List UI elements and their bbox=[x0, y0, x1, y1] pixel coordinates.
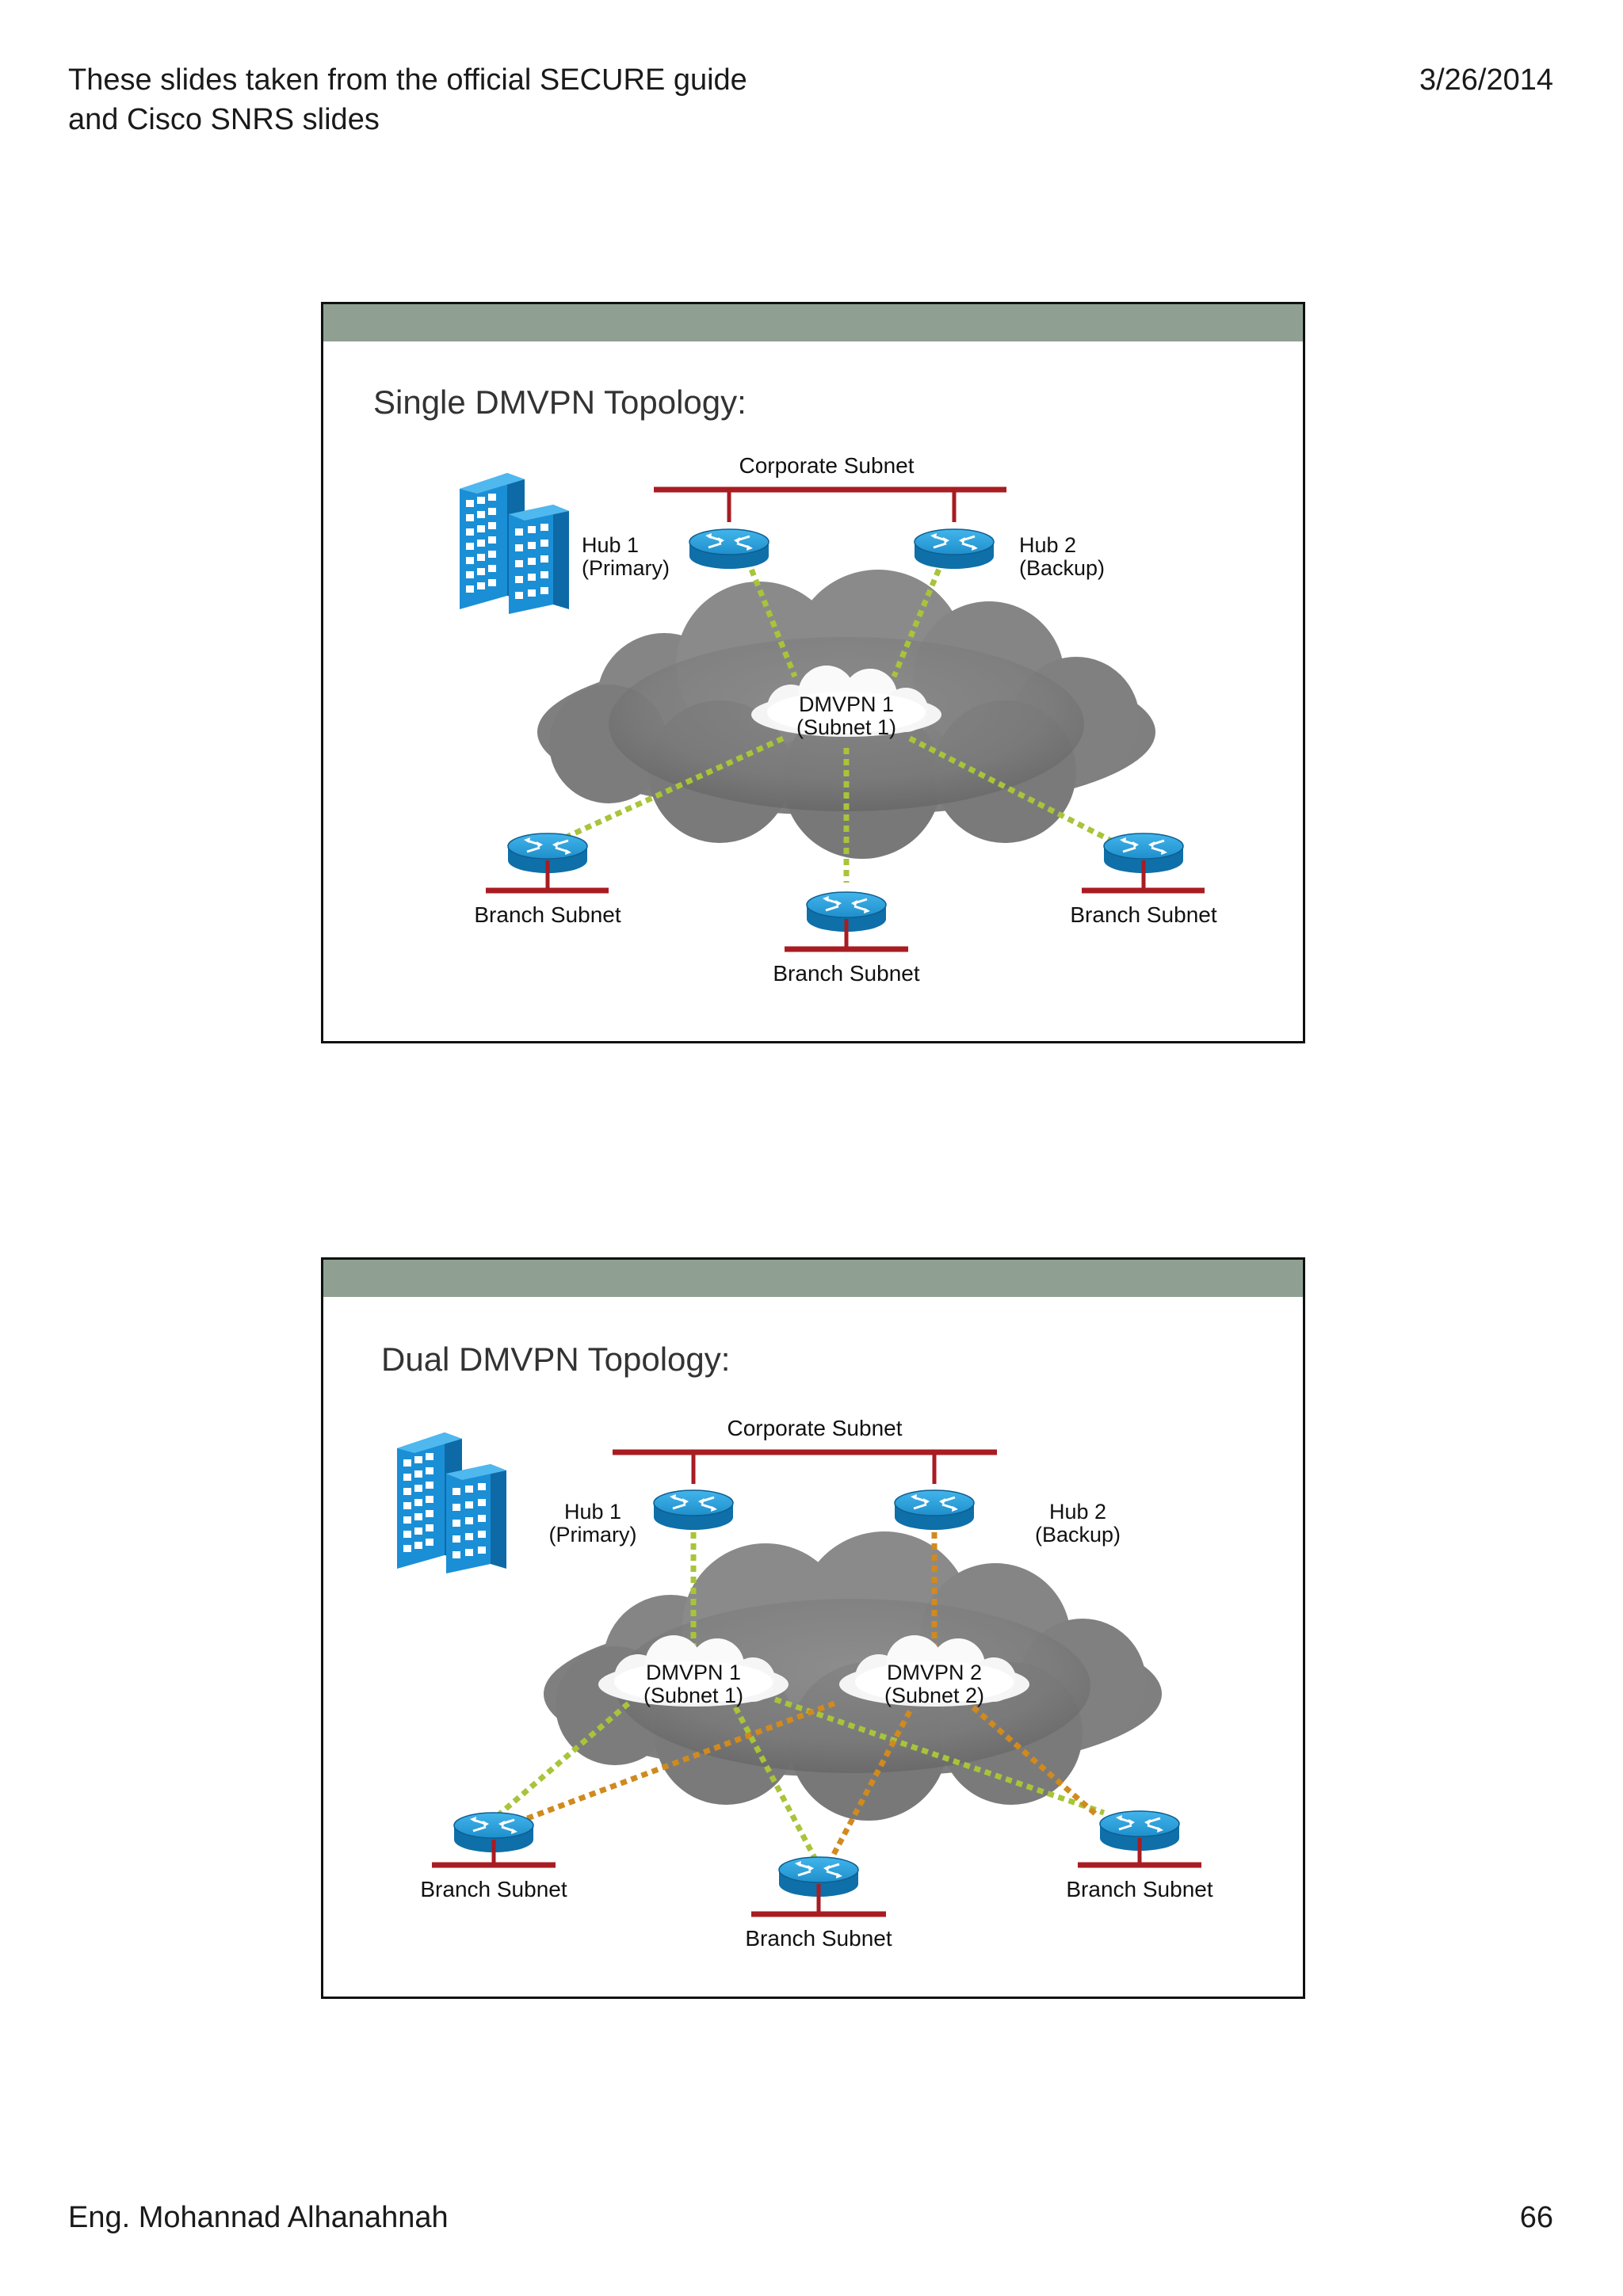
branch-left-label: Branch Subnet bbox=[474, 902, 621, 927]
dmvpn1-subnet: (Subnet 1) bbox=[796, 715, 896, 739]
hub1-name: Hub 1 bbox=[582, 533, 639, 557]
slide-single-dmvpn: Single DMVPN Topology: DMVPN 1 (Subnet 1… bbox=[321, 302, 1305, 1043]
dmvpn1-subnet: (Subnet 1) bbox=[643, 1684, 743, 1707]
dmvpn1-links bbox=[552, 558, 1117, 883]
hub2-name: Hub 2 bbox=[1049, 1500, 1106, 1524]
dmvpn1-name: DMVPN 1 bbox=[646, 1661, 741, 1684]
single-dmvpn-diagram: DMVPN 1 (Subnet 1) Corporate Subnet Hub … bbox=[460, 453, 1217, 986]
slide-dual-dmvpn: Dual DMVPN Topology: DMVPN 1 (Subnet 1) … bbox=[321, 1257, 1305, 1999]
slide-title-band bbox=[323, 304, 1303, 341]
hub1-router-icon bbox=[688, 528, 770, 570]
building-icon bbox=[397, 1432, 506, 1573]
page-number: 66 bbox=[1519, 2201, 1553, 2234]
dmvpn2-name: DMVPN 2 bbox=[887, 1661, 982, 1684]
slide-title: Dual DMVPN Topology: bbox=[381, 1341, 731, 1378]
hub2-name: Hub 2 bbox=[1019, 533, 1076, 557]
header-title: These slides taken from the official SEC… bbox=[68, 63, 747, 136]
slide-title-band bbox=[323, 1260, 1303, 1297]
dmvpn2-links bbox=[524, 1521, 1098, 1862]
dmvpn1-links bbox=[497, 1521, 1106, 1859]
branch-left-label: Branch Subnet bbox=[420, 1877, 567, 1901]
footer-author: Eng. Mohannad Alhanahnah bbox=[68, 2201, 449, 2234]
building-icon bbox=[460, 473, 569, 614]
corporate-subnet-label: Corporate Subnet bbox=[739, 453, 914, 478]
branch-center-label: Branch Subnet bbox=[745, 1926, 892, 1951]
dual-dmvpn-diagram: DMVPN 1 (Subnet 1) DMVPN 2 (Subnet 2) Co… bbox=[397, 1416, 1213, 1951]
header-date: 3/26/2014 bbox=[1419, 63, 1553, 97]
hub2-router-icon bbox=[913, 528, 995, 570]
dmvpn2-subnet: (Subnet 2) bbox=[884, 1684, 984, 1707]
hub1-role: (Primary) bbox=[549, 1523, 637, 1547]
corporate-subnet-label: Corporate Subnet bbox=[727, 1416, 902, 1440]
hub2-router-icon bbox=[893, 1489, 976, 1531]
dmvpn1-name: DMVPN 1 bbox=[799, 692, 894, 716]
slide-title: Single DMVPN Topology: bbox=[373, 383, 747, 421]
hub1-name: Hub 1 bbox=[564, 1500, 621, 1524]
hub1-role: (Primary) bbox=[582, 556, 670, 580]
hub2-role: (Backup) bbox=[1019, 556, 1105, 580]
branch-center-label: Branch Subnet bbox=[773, 961, 919, 986]
hub2-role: (Backup) bbox=[1035, 1523, 1121, 1547]
hub1-router-icon bbox=[652, 1489, 735, 1531]
branch-right-label: Branch Subnet bbox=[1070, 902, 1216, 927]
branch-right-label: Branch Subnet bbox=[1066, 1877, 1212, 1901]
